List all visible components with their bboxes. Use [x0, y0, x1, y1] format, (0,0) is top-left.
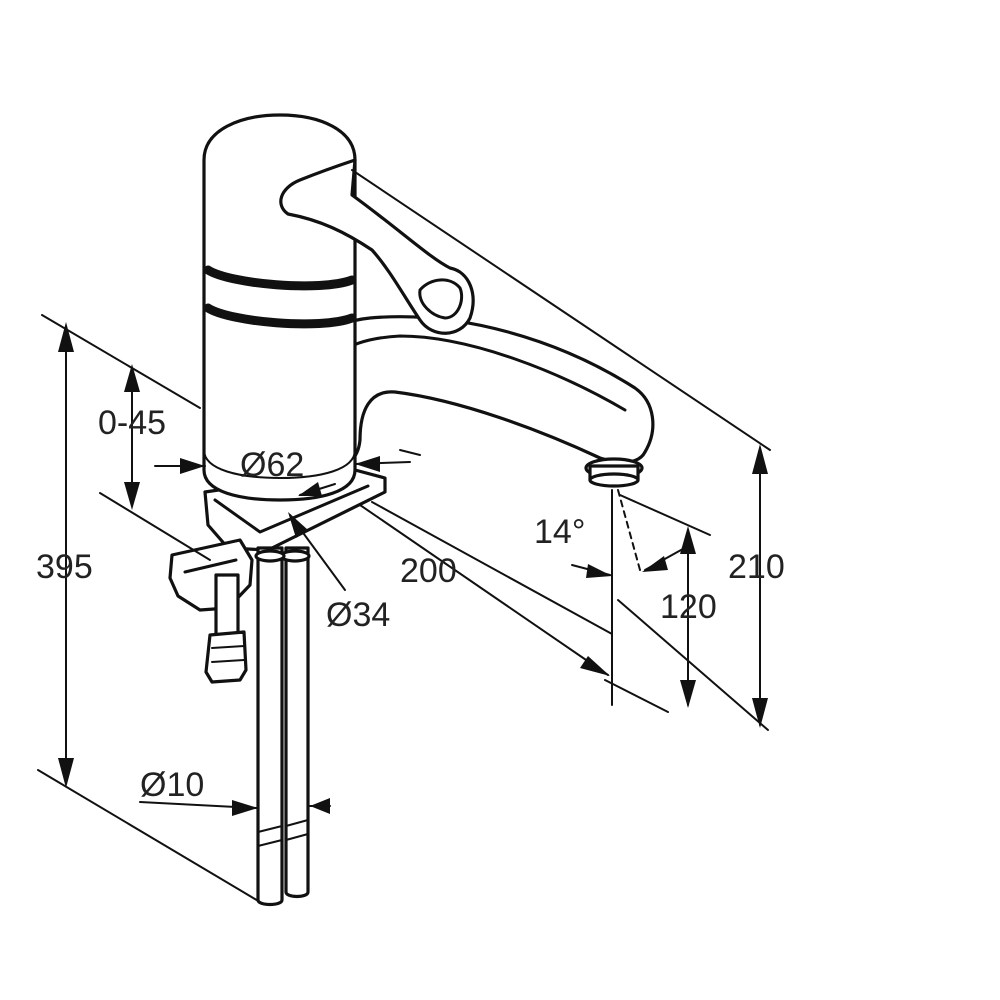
- dimension-lines: [37, 169, 771, 903]
- label-spout-height: 210: [728, 548, 785, 586]
- dimension-labels: 0-45 Ø62 395 200 Ø34 14° 120 210 Ø10: [36, 404, 785, 804]
- label-total-height: 395: [36, 548, 93, 586]
- supply-hose-left: [256, 546, 284, 907]
- label-outlet-height: 120: [660, 588, 717, 626]
- mounting-bracket: [168, 538, 254, 612]
- threaded-rod: [214, 573, 240, 637]
- label-base-diameter: Ø34: [326, 596, 390, 634]
- fixing-nut: [204, 630, 248, 684]
- label-spout-reach: 200: [400, 552, 457, 590]
- label-body-diameter: Ø62: [240, 446, 304, 484]
- body-band: [203, 265, 357, 291]
- faucet-illustration: [168, 113, 655, 907]
- label-adjust-range: 0-45: [98, 404, 166, 442]
- label-hose-diameter: Ø10: [140, 766, 204, 804]
- label-spout-angle: 14°: [534, 513, 585, 551]
- supply-hose-right: [284, 546, 310, 899]
- lever-handle: [279, 158, 475, 335]
